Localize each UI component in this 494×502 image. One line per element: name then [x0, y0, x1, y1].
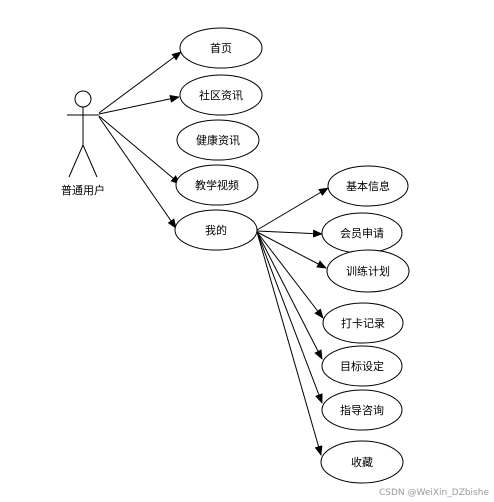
use-case-guidance-consulting: 指导咨询	[321, 389, 403, 431]
use-case-ellipse	[176, 119, 260, 161]
assoc-community-news	[98, 94, 180, 115]
mine-associations	[256, 187, 329, 456]
use-case-mine: 我的	[174, 209, 258, 251]
use-case-ellipse	[175, 164, 259, 206]
use-case-label: 首页	[210, 41, 232, 55]
use-case-home: 首页	[179, 27, 263, 69]
assoc-favorites	[256, 231, 323, 456]
use-case-ellipse	[320, 440, 404, 484]
assoc-guidance-consulting	[256, 231, 323, 404]
actor-associations	[98, 51, 182, 229]
use-case-health-news: 健康资讯	[176, 119, 260, 161]
assoc-checkin-records	[256, 231, 324, 319]
use-case-ellipse	[322, 302, 404, 344]
assoc-teaching-videos	[98, 115, 181, 185]
use-case-ellipse	[179, 74, 263, 116]
use-case-label: 社区资讯	[199, 88, 243, 102]
use-case-training-plan: 训练计划	[326, 249, 410, 293]
actor-head	[74, 90, 92, 108]
assoc-training-plan	[256, 231, 327, 269]
use-case-ellipse	[174, 209, 258, 251]
use-case-basic-info: 基本信息	[327, 165, 409, 207]
use-case-teaching-videos: 教学视频	[175, 164, 259, 206]
use-case-label: 基本信息	[346, 179, 390, 193]
use-case-ellipse	[321, 389, 403, 431]
assoc-member-application	[256, 229, 323, 238]
use-case-label: 训练计划	[346, 264, 390, 278]
use-case-ellipse	[321, 345, 403, 387]
watermark: CSDN @WeiXin_DZbishe	[379, 488, 490, 498]
actor-label: 普通用户	[61, 183, 105, 197]
assoc-home	[98, 51, 182, 114]
use-case-label: 指导咨询	[340, 403, 384, 417]
actor-left-leg	[68, 144, 84, 178]
use-case-label: 会员申请	[340, 227, 384, 240]
use-case-label: 收藏	[351, 455, 373, 469]
assoc-goal-setting	[256, 231, 323, 360]
use-case-checkin-records: 打卡记录	[322, 302, 404, 344]
use-case-label: 目标设定	[340, 359, 384, 373]
use-case-ellipse	[179, 27, 263, 69]
use-case-favorites: 收藏	[320, 440, 404, 484]
use-case-label: 教学视频	[195, 178, 239, 192]
use-case-label: 打卡记录	[341, 316, 385, 330]
actor-right-leg	[82, 144, 98, 178]
use-case-member-application: 会员申请	[321, 212, 403, 254]
use-case-ellipse	[326, 249, 410, 293]
use-case-label: 我的	[205, 223, 227, 237]
use-case-ellipse	[327, 165, 409, 207]
actor-user: 普通用户	[61, 90, 105, 197]
use-case-label: 健康资讯	[196, 133, 240, 147]
use-case-goal-setting: 目标设定	[321, 345, 403, 387]
use-case-community-news: 社区资讯	[179, 74, 263, 116]
assoc-basic-info	[256, 187, 329, 231]
assoc-mine	[98, 116, 177, 229]
